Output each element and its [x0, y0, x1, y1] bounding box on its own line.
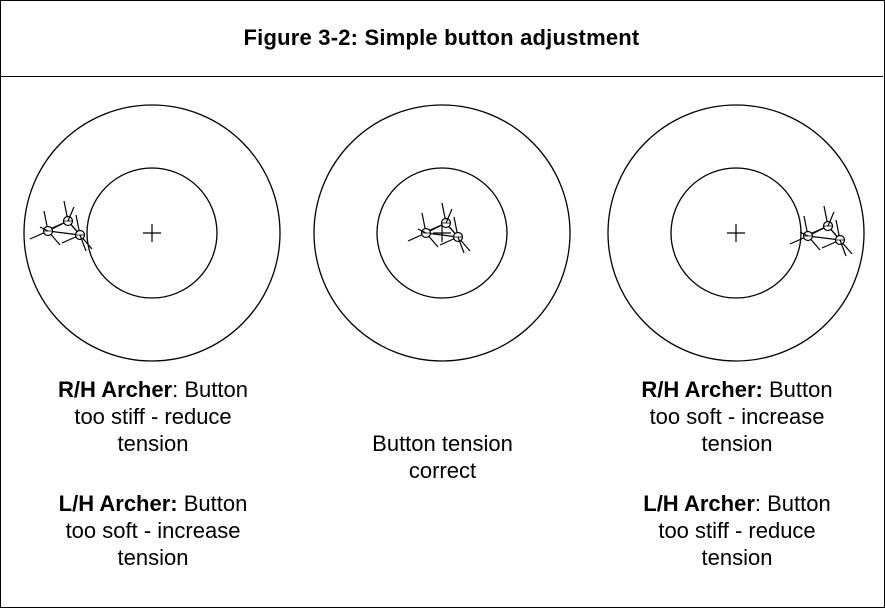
center-inner-ring [376, 167, 508, 299]
right-outer-ring [607, 104, 865, 362]
center-caption: Button tension correct [372, 431, 513, 483]
center-target [313, 104, 571, 362]
center-arrow-group [408, 203, 470, 253]
right-rh-label: R/H Archer: [641, 377, 763, 402]
left-outer-ring [23, 104, 281, 362]
center-outer-ring [313, 104, 571, 362]
left-lh-caption: L/H Archer: Button too soft - increase t… [58, 491, 248, 570]
left-lh-label: L/H Archer: [58, 491, 178, 516]
figure-header: Figure 3-2: Simple button adjustment [0, 0, 883, 77]
left-rh-caption: R/H Archer: Button too stiff - reduce te… [58, 377, 248, 456]
right-rh-caption: R/H Archer: Button too soft - increase t… [641, 377, 833, 456]
right-target [607, 104, 865, 362]
left-target [23, 104, 281, 362]
left-rh-label: R/H Archer [58, 377, 173, 402]
left-inner-ring [86, 167, 218, 299]
figure-title: Figure 3-2: Simple button adjustment [243, 25, 640, 50]
left-arrow-group [30, 201, 92, 251]
right-lh-caption: L/H Archer: Button too stiff - reduce te… [643, 491, 831, 570]
right-lh-label: L/H Archer [643, 491, 755, 516]
